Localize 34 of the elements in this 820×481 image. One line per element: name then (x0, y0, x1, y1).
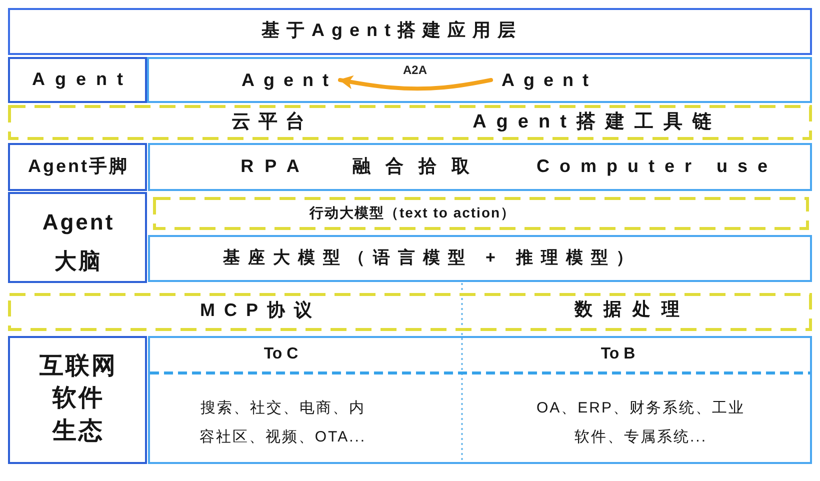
column-heading: To C (264, 344, 298, 364)
box-label: 基座大模型（语言模型 + 推理模型） (222, 248, 642, 268)
layer-box (148, 143, 812, 191)
category-box (8, 57, 147, 103)
box-label: 融合拾取 (352, 156, 484, 178)
edge-label: A2A (400, 63, 430, 77)
box-label: 数据处理 (573, 299, 690, 321)
layer-box (148, 336, 812, 464)
node-label: Agent (230, 66, 340, 94)
box-label: Agent 大脑 (41, 208, 116, 276)
box-label: 行动大模型（text to action） (308, 204, 516, 222)
dashed-band (8, 105, 812, 140)
column-text: 搜索、社交、电商、内容社区、视频、OTA... (198, 398, 368, 447)
layer-title: 基于Agent搭建应用层 (260, 20, 522, 42)
column-text: OA、ERP、财务系统、工业软件、专属系统... (535, 398, 746, 447)
layer-box (147, 57, 812, 103)
category-box (8, 336, 147, 464)
arrow (338, 75, 493, 91)
box-label: Computer use (535, 156, 778, 178)
layer-box (148, 235, 812, 282)
node-label: Agent (490, 66, 600, 94)
box-label: Agent (31, 68, 133, 90)
box-label: 云平台 (230, 112, 312, 134)
box-label: MCP协议 (199, 300, 321, 322)
layer-box (8, 8, 812, 55)
box-label: 互联网软件生态 (38, 351, 118, 447)
box-label: RPA (240, 156, 310, 178)
category-box (8, 192, 147, 283)
category-box (8, 143, 147, 191)
column-heading: To B (600, 344, 636, 364)
dashed-band (8, 293, 812, 331)
dashed-band (153, 197, 809, 230)
box-label: Agent手脚 (27, 156, 129, 178)
box-label: Agent搭建工具链 (472, 112, 722, 134)
